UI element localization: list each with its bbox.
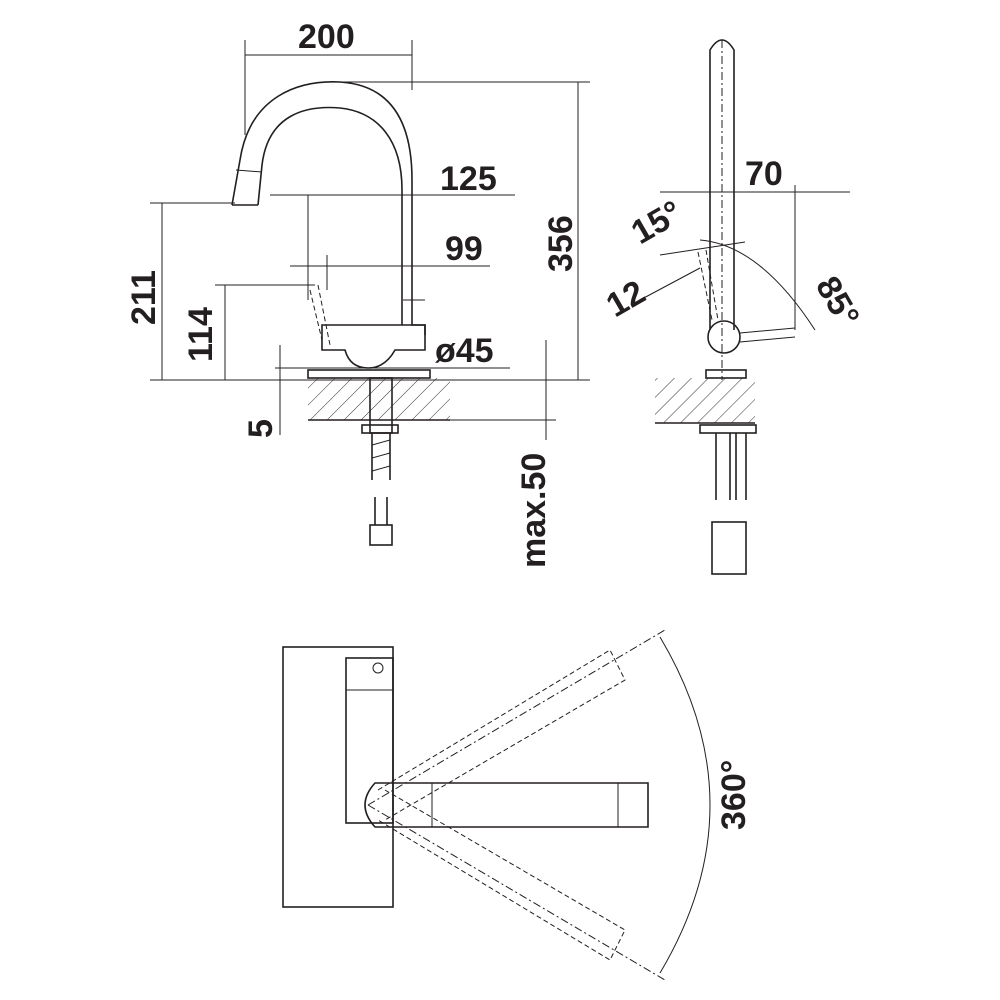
faucet-body: [321, 324, 426, 369]
dim-diameter-45: ø45: [435, 332, 494, 370]
dim-211: 211: [125, 270, 163, 325]
dim-200: 200: [298, 18, 355, 56]
spout-inner: [257, 106, 403, 325]
dim-356: 356: [542, 215, 580, 272]
dim-114: 114: [182, 307, 220, 362]
spout-outer: [231, 81, 426, 335]
dim-angle-12: 12: [600, 273, 652, 325]
top-view: 360°: [282, 629, 753, 981]
dim-rotation-360: 360°: [715, 760, 753, 830]
dim-125: 125: [440, 160, 497, 198]
dim-max-50: max.50: [515, 453, 553, 568]
side-view: 70 15° 12 85°: [600, 39, 867, 575]
dim-70: 70: [745, 155, 783, 193]
dim-99: 99: [445, 230, 483, 268]
front-view: 200 125 99 ø45 356 211 114 5 max.50: [125, 18, 590, 568]
dim-angle-85: 85°: [808, 270, 867, 334]
dim-angle-15: 15°: [625, 193, 689, 252]
dim-5: 5: [242, 419, 280, 438]
